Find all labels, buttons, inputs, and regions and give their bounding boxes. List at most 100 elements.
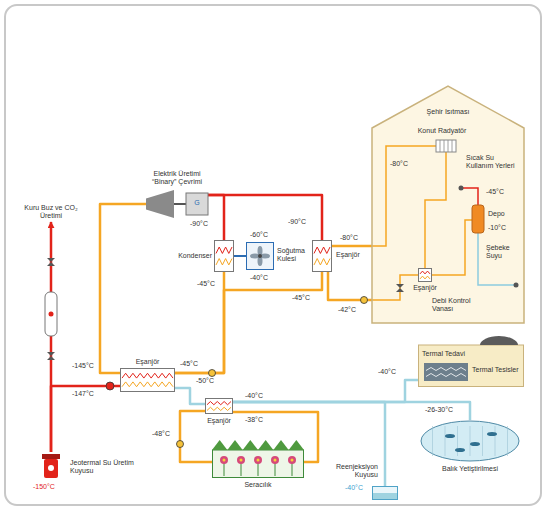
flower-stem [258, 462, 259, 476]
greenhouse-roof [227, 440, 242, 450]
process-node: Eşanjör [205, 398, 233, 414]
process-node: Eşanjör [312, 240, 332, 272]
fish [455, 448, 465, 452]
separator-column [45, 292, 57, 336]
spa-dome [480, 336, 518, 345]
pump-symbol [106, 297, 368, 448]
node-text: Reenjeksiyon Kuyusu [316, 463, 378, 479]
node-text: Termal Tedavi [422, 350, 478, 358]
process-node: Termal TedaviTermal Tesisler [418, 335, 524, 387]
greenhouse-roof [258, 440, 273, 450]
tank-water [373, 493, 397, 499]
exchanger-coil [314, 259, 330, 265]
city-pipes [372, 146, 515, 300]
temperature-label: -50°C [196, 377, 214, 385]
node-shape [246, 242, 274, 270]
building-outline [372, 86, 524, 323]
node-shape [120, 368, 175, 392]
fish-net [495, 426, 496, 456]
exchanger-body [206, 399, 233, 414]
flower [220, 456, 228, 464]
temperature-label: Debi Kontrol Vanası [432, 297, 492, 313]
turbine-shaft [174, 203, 186, 205]
flower-center [274, 459, 277, 462]
process-node: Balık Yetiştirilmesi [420, 420, 520, 462]
process-node: Eşanjör [418, 268, 432, 282]
node-text: Kuru Buz ve CO₂ Üretimi [20, 204, 82, 220]
pool-wave [426, 368, 466, 371]
fish [470, 442, 480, 446]
node-text: Şehir Isıtması [405, 108, 491, 116]
fish-net [507, 426, 508, 456]
exchanger-body [313, 241, 332, 272]
node-shape [418, 335, 524, 387]
exchanger-body [215, 241, 234, 272]
pipe-connector [208, 195, 224, 240]
cooling-tower-box [247, 243, 274, 270]
pipe-connector [234, 255, 246, 257]
pool-wave [426, 374, 466, 377]
node-shape [418, 268, 432, 282]
exchanger-body [419, 269, 432, 282]
node-text: Balık Yetiştirilmesi [420, 465, 520, 473]
temperature-label: -45°C [292, 294, 310, 302]
reinjection-tank [373, 487, 398, 500]
node-text: Seracılık [212, 481, 304, 489]
well-pump [44, 459, 58, 478]
exchanger-coil [122, 382, 173, 387]
greenhouse-roof [273, 440, 288, 450]
node-text: Elektrik Üretimi “Binary” Çevrimi [145, 170, 209, 186]
temperature-label: -80°C [340, 234, 358, 242]
node-shape [312, 240, 332, 272]
pipe-connector [175, 388, 205, 404]
pipe-connector [175, 272, 224, 373]
temperature-label: -90°C [190, 220, 208, 228]
temperature-label: -145°C [72, 362, 94, 370]
fan-hub [258, 254, 262, 258]
temperature-label: -45°C [486, 188, 504, 196]
process-label-box: Kuru Buz ve CO₂ Üretimi [20, 203, 82, 222]
pipe-connector [100, 204, 146, 373]
greenhouse-roof [243, 440, 258, 450]
turbine-symbol [146, 190, 174, 218]
temperature-label: Konut Radyatör [412, 127, 472, 135]
exchanger-coil [420, 276, 430, 279]
node-text: Kondenser [166, 252, 212, 260]
node-text: Termal Tesisler [472, 366, 522, 374]
node-shape [372, 486, 398, 500]
process-node: Seracılık [212, 440, 304, 478]
node-shape [212, 440, 304, 478]
node-text: Jeotermal Su Üretim Kuyusu [70, 459, 142, 475]
flower [237, 456, 245, 464]
temperature-label: -40°C [245, 392, 263, 400]
process-node: Eşanjör [120, 368, 175, 392]
greenhouse-roof [289, 440, 304, 450]
node-text: Eşanjör [120, 358, 175, 366]
temperature-label: -48°C [152, 430, 170, 438]
pipe-connector [233, 380, 418, 402]
flower [288, 456, 296, 464]
temperature-label: -38°C [245, 416, 263, 424]
pipe-connector [208, 195, 322, 240]
temperature-label: -90°C [288, 218, 306, 226]
flower [271, 456, 279, 464]
exchanger-coil [122, 373, 173, 378]
flower-center [257, 459, 260, 462]
exchanger-coil [314, 247, 330, 253]
pipe-connector [332, 245, 372, 248]
process-node: Elektrik Üretimi “Binary” ÇevrimiG [146, 190, 208, 218]
well-cap [42, 454, 60, 459]
fish [445, 434, 455, 438]
spa-building [419, 345, 524, 387]
fish [487, 432, 497, 436]
temperature-label: -150°C [33, 483, 55, 491]
temperature-label: Sıcak Su Kullanım Yerleri [466, 154, 520, 170]
spa-pool [424, 363, 468, 381]
exchanger-coil [207, 407, 231, 410]
temperature-label: -45°C [197, 280, 215, 288]
exchanger-coil [216, 259, 232, 265]
node-text: Soğutma Kulesi [277, 247, 311, 263]
pipe-connector [328, 272, 372, 300]
temperature-label: -40°C [250, 274, 268, 282]
temperature-label: -42°C [338, 306, 356, 314]
